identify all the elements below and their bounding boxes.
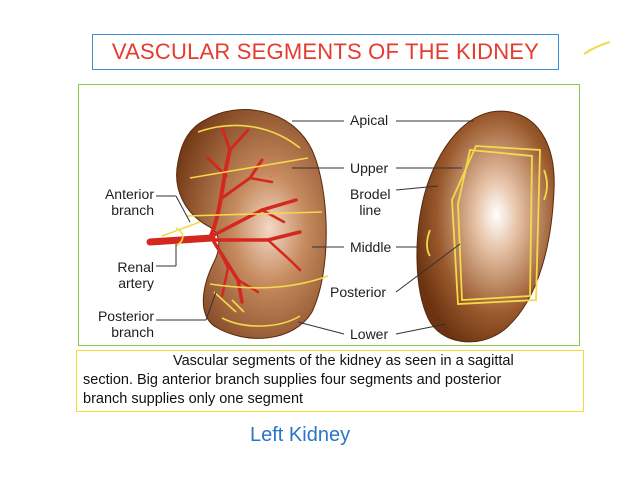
caption-line-2: section. Big anterior branch supplies fo… bbox=[83, 372, 502, 388]
label-posterior-branch: Posterior branch bbox=[97, 308, 154, 340]
page-title: VASCULAR SEGMENTS OF THE KIDNEY bbox=[111, 39, 540, 64]
left-kidney-shape bbox=[176, 109, 327, 339]
label-renal-artery: Renal artery bbox=[117, 259, 154, 291]
label-anterior-branch: Anterior branch bbox=[104, 186, 154, 218]
label-apical: Apical bbox=[350, 112, 389, 128]
diagram-frame bbox=[78, 84, 580, 346]
subtitle-left-kidney: Left Kidney bbox=[250, 424, 351, 446]
right-kidney-annotations bbox=[426, 145, 548, 305]
label-posterior: Posterior bbox=[330, 284, 387, 300]
label-brodel-line: Brodel line bbox=[350, 186, 391, 218]
right-leader-lines bbox=[292, 120, 474, 335]
caption-box: Vascular segments of the kidney as seen … bbox=[76, 350, 584, 412]
left-kidney-annotations bbox=[161, 124, 329, 327]
left-leader-lines bbox=[156, 195, 217, 321]
label-lower: Lower bbox=[350, 326, 389, 342]
caption-line-1: Vascular segments of the kidney as seen … bbox=[173, 353, 514, 369]
label-upper: Upper bbox=[350, 160, 389, 176]
right-kidney-shape bbox=[416, 110, 555, 343]
label-middle: Middle bbox=[350, 239, 392, 255]
title-box: VASCULAR SEGMENTS OF THE KIDNEY bbox=[92, 34, 559, 70]
caption-line-3: branch supplies only one segment bbox=[83, 391, 304, 407]
